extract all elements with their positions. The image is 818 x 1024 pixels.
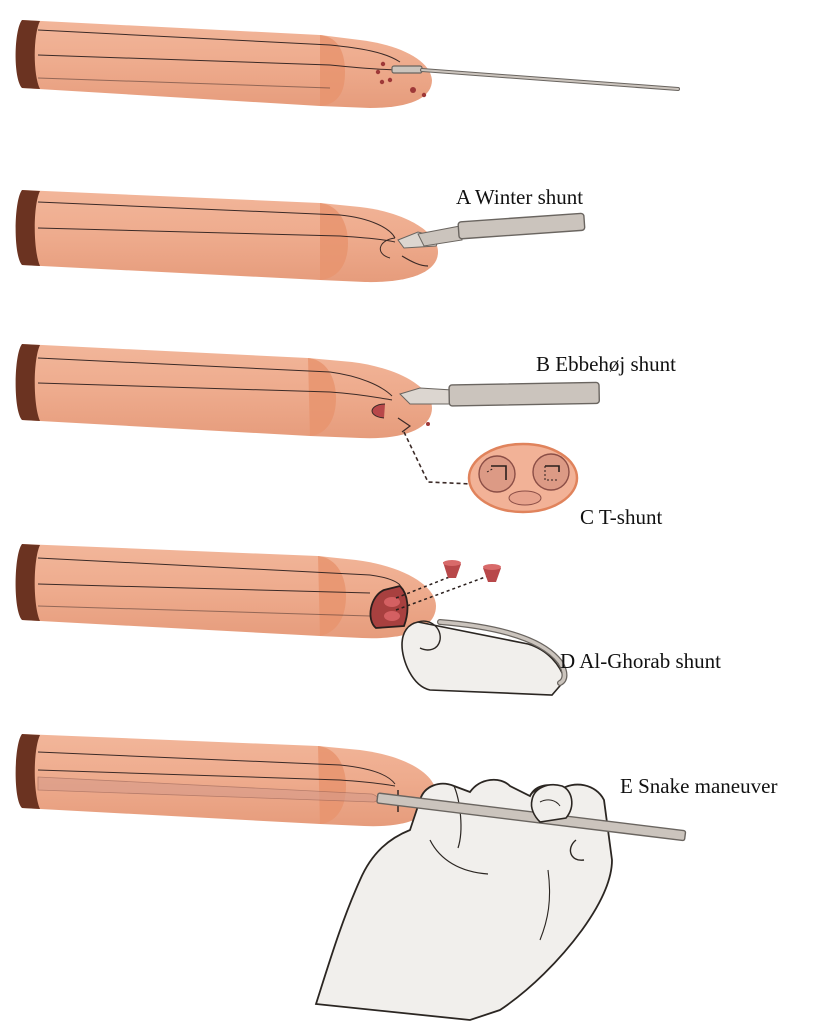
label-al-ghorab-shunt: D Al-Ghorab shunt	[560, 649, 721, 673]
t-shunt-cross-section	[404, 432, 577, 512]
thumb-overlay	[531, 785, 571, 822]
label-t-shunt: C T-shunt	[580, 505, 662, 529]
scalpel-a	[398, 213, 585, 248]
label-ebbehoj-shunt: B Ebbehøj shunt	[536, 352, 676, 376]
scalpel-b	[400, 382, 599, 406]
label-snake-maneuver: E Snake maneuver	[620, 774, 777, 798]
penis-illustration-snake	[16, 734, 436, 826]
penis-illustration-ebbehoj	[16, 344, 600, 438]
label-winter-shunt: A Winter shunt	[456, 185, 583, 209]
penis-illustration-intro	[16, 20, 678, 108]
finger-with-cannula	[402, 621, 565, 695]
aspiration-needle	[392, 66, 678, 89]
